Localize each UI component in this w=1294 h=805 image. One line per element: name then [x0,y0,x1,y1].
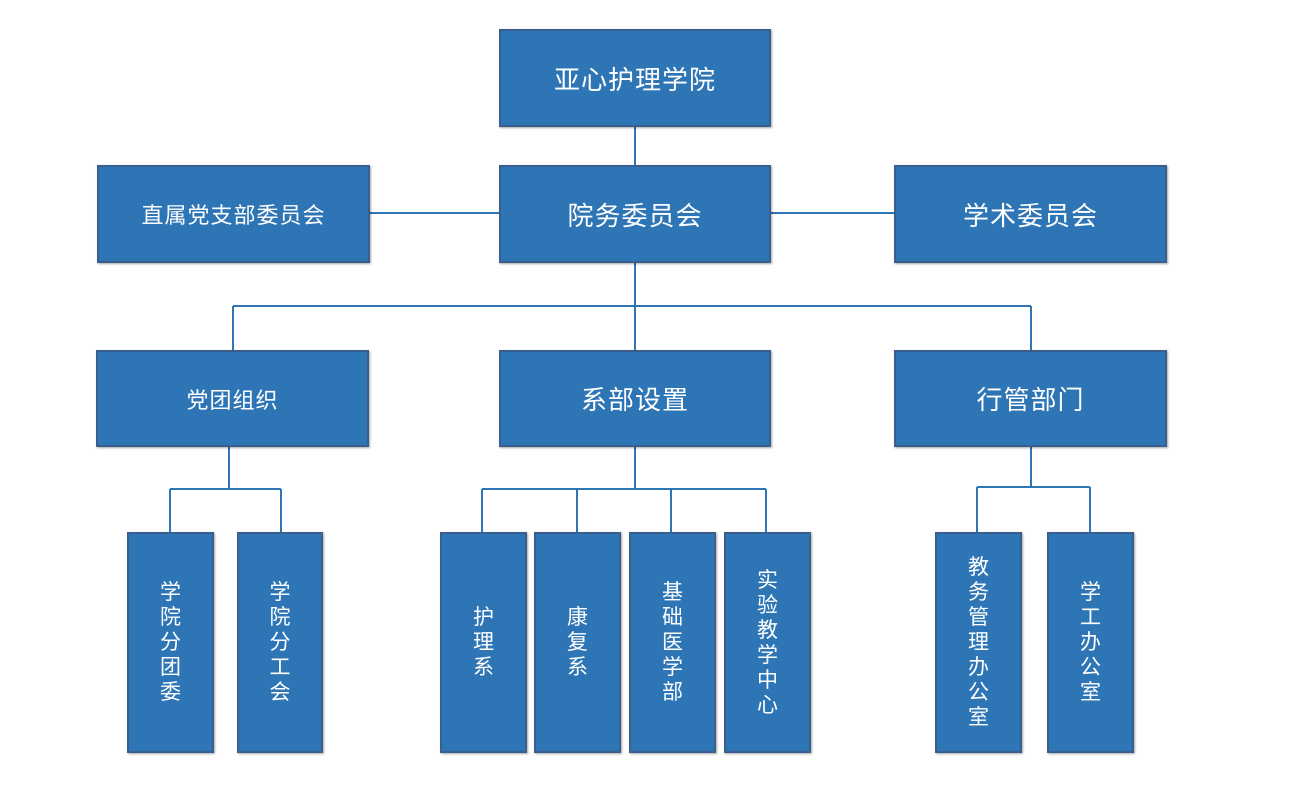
party-organization-label: 党团组织 [186,388,279,414]
root-node-label: 亚心护理学院 [553,65,716,96]
academic-affairs-office-node: 教务管理办公室 [935,532,1022,753]
rehabilitation-dept-label: 康复系 [567,605,588,679]
rehabilitation-dept-node: 康复系 [534,532,621,753]
administration-node: 行管部门 [894,350,1167,447]
nursing-dept-label: 护理系 [473,605,494,679]
departments-label: 系部设置 [580,386,689,416]
lab-teaching-center-node: 实验教学中心 [724,532,811,753]
youth-league-committee-node: 学院分团委 [127,532,214,753]
academic-affairs-office-label: 教务管理办公室 [968,555,989,729]
party-organization-node: 党团组织 [96,350,369,447]
administration-label: 行管部门 [976,386,1085,416]
departments-node: 系部设置 [499,350,771,447]
student-affairs-office-label: 学工办公室 [1080,580,1101,704]
academic-committee-node: 学术委员会 [894,165,1167,263]
lab-teaching-center-label: 实验教学中心 [757,567,778,717]
academic-committee-label: 学术委员会 [962,201,1098,232]
party-branch-committee-label: 直属党支部委员会 [141,204,326,229]
labor-union-node: 学院分工会 [237,532,323,753]
root-node: 亚心护理学院 [499,29,771,127]
college-affairs-committee-label: 院务委员会 [567,201,703,232]
student-affairs-office-node: 学工办公室 [1047,532,1134,753]
basic-medicine-dept-label: 基础医学部 [662,580,683,704]
nursing-dept-node: 护理系 [440,532,527,753]
party-branch-committee-node: 直属党支部委员会 [97,165,370,263]
labor-union-label: 学院分工会 [269,580,291,704]
basic-medicine-dept-node: 基础医学部 [629,532,716,753]
youth-league-committee-label: 学院分团委 [160,580,181,704]
college-affairs-committee-node: 院务委员会 [499,165,771,263]
